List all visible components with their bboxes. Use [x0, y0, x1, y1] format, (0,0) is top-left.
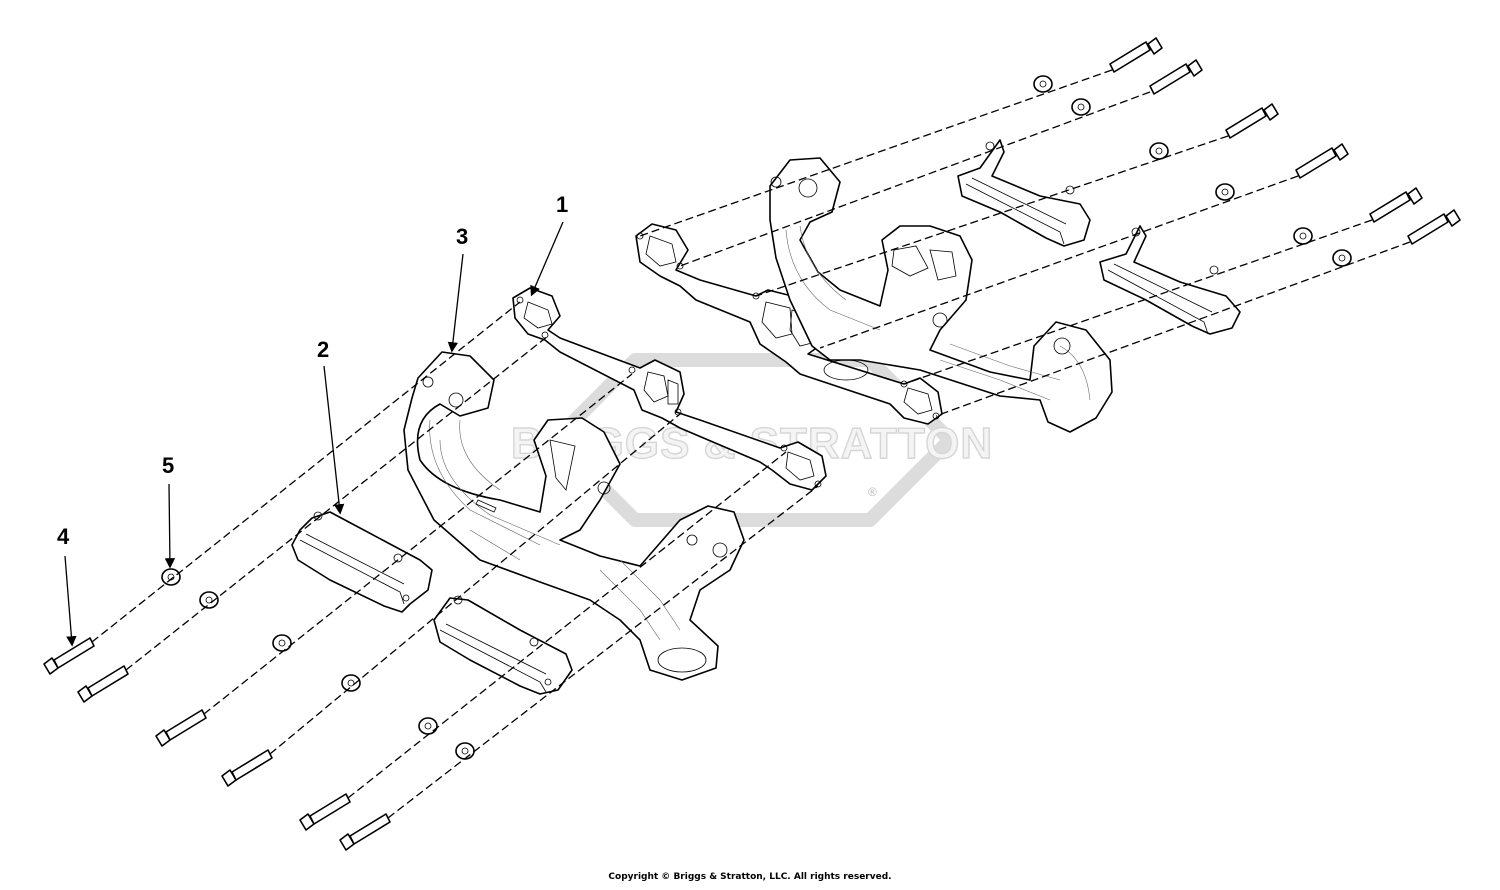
callout-3: 3 [447, 224, 468, 353]
front-manifold-assembly [43, 287, 827, 851]
alignment-lines-rear [639, 69, 1411, 417]
alignment-lines-front [91, 301, 819, 819]
rear-manifold-assembly [635, 37, 1461, 433]
callout-4: 4 [57, 524, 77, 647]
exhaust-manifold-rear [769, 157, 1113, 433]
bolts-front [43, 637, 391, 851]
heat-shield-upper [291, 511, 433, 613]
copyright-notice: Copyright © Briggs & Stratton, LLC. All … [608, 872, 892, 882]
washers-rear [1033, 75, 1352, 267]
heat-shield-rear-lower [1099, 225, 1241, 335]
callout-label-1: 1 [556, 192, 568, 217]
callout-5: 5 [162, 453, 176, 569]
watermark-registered-mark: ® [868, 485, 877, 499]
heat-shield-lower [433, 595, 573, 695]
callout-label-4: 4 [57, 524, 70, 549]
callout-label-2: 2 [317, 337, 329, 362]
heat-shield-rear-upper [957, 139, 1091, 247]
bolts-rear [1109, 37, 1461, 245]
exhaust-gasket [512, 287, 827, 491]
callout-label-5: 5 [162, 453, 174, 478]
callout-label-3: 3 [456, 224, 468, 249]
washers-front [161, 568, 475, 760]
callout-2: 2 [317, 337, 345, 515]
exhaust-manifold [403, 351, 745, 681]
callout-1: 1 [530, 192, 568, 297]
